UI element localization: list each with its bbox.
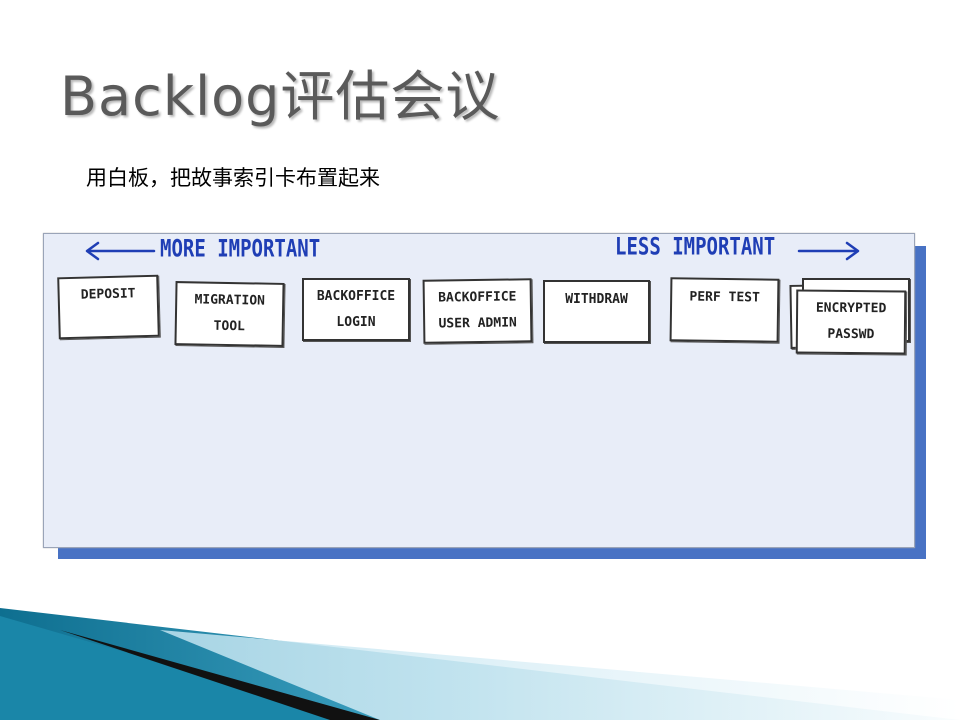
story-card: Deposit [57,274,160,340]
story-card: Migration tool [174,281,285,347]
decorative-swoosh [0,608,960,720]
story-card-label: Perf test [689,289,760,306]
slide-subtitle: 用白板，把故事索引卡布置起来 [86,166,380,190]
story-card: Withdraw [543,280,650,343]
story-card: Backoffice Login [302,278,410,341]
story-card-label: Backoffice Login [316,288,396,330]
story-card-label: Withdraw [565,291,628,307]
story-card: Encrypted passwd [795,289,907,355]
more-important-label: More important [160,235,321,263]
story-card: Perf test [669,277,780,343]
slide-title: Backlog评估会议 [60,65,501,128]
story-card: Backoffice User admin [422,278,533,344]
left-arrow-icon [85,241,156,261]
story-card-label: Migration tool [194,292,266,335]
story-card-label: Deposit [80,286,136,303]
less-important-label: Less important [615,233,776,261]
story-card-label: Backoffice User admin [438,289,517,332]
right-arrow-icon [797,241,860,261]
story-card-label: Encrypted passwd [815,300,887,343]
